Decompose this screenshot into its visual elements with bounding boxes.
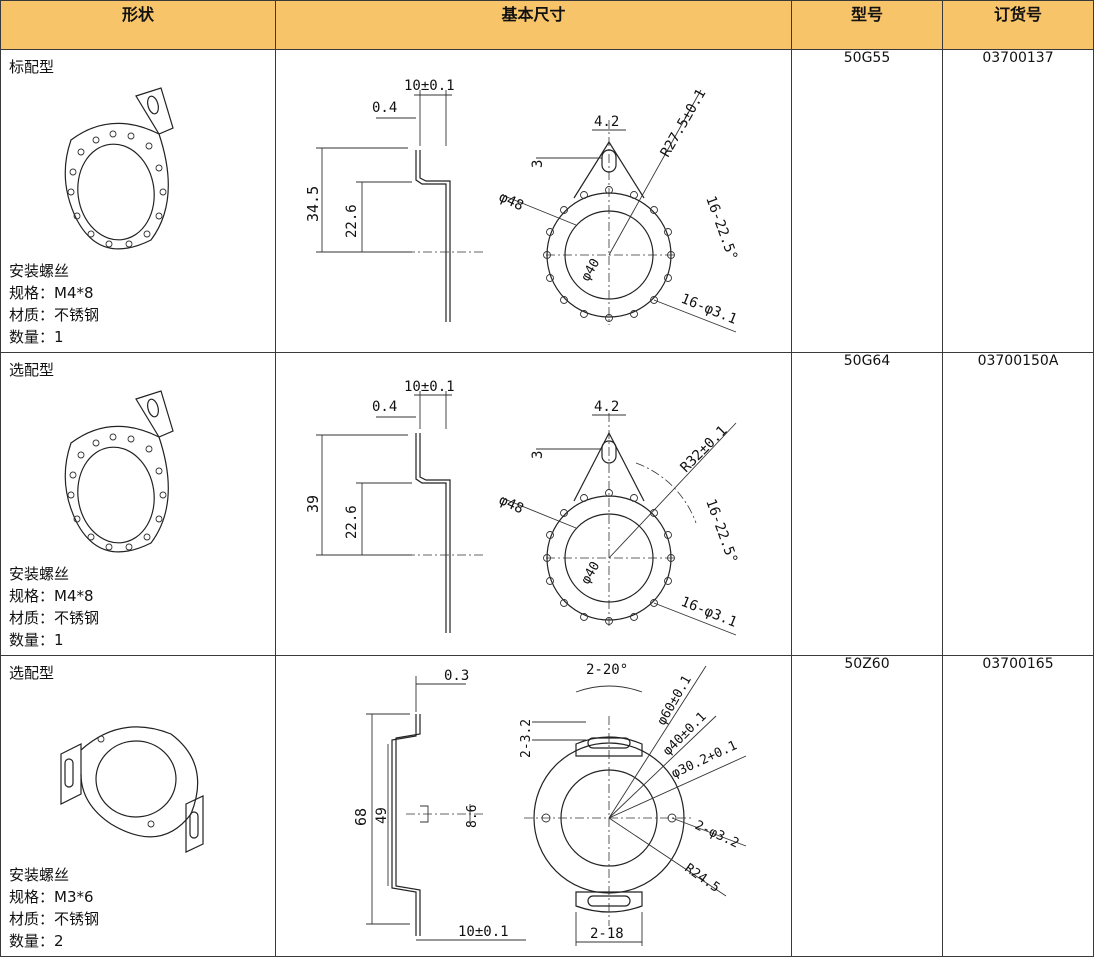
dim-holes: 16-φ3.1 bbox=[679, 291, 740, 328]
model-cell: 50Z60 bbox=[791, 655, 943, 957]
dim-bore: φ40 bbox=[578, 559, 603, 587]
dim-step-label: 22.6 bbox=[344, 204, 360, 238]
dim-gap-label: 10±0.1 bbox=[404, 379, 455, 395]
dimension-drawing: 10±0.1 0.4 34.5 22.6 bbox=[304, 78, 740, 333]
dim-slot-height: 3 bbox=[530, 451, 546, 459]
dim-pcd: φ48 bbox=[496, 189, 526, 214]
bracket-illustration bbox=[64, 390, 174, 553]
shape-cell: 选配型 安装螺丝 规格：M3*6 材质：不锈钢 数量：2 bbox=[0, 655, 276, 957]
bracket-type: 选配型 bbox=[9, 664, 55, 682]
screw-material: 材质：不锈钢 bbox=[9, 609, 100, 627]
shape-cell: 标配型 安装螺丝 规格：M4*8 材质：不锈钢 数量：1 bbox=[0, 49, 276, 353]
screw-qty: 数量：2 bbox=[9, 932, 64, 950]
dim-angle: 16-22.5° bbox=[702, 194, 740, 263]
dim-radius: R32±0.1 bbox=[678, 423, 731, 476]
bracket-type: 标配型 bbox=[9, 58, 55, 76]
screw-title: 安装螺丝 bbox=[9, 565, 70, 583]
dim-step-label: 49 bbox=[374, 807, 390, 824]
dim-radius: R24.5 bbox=[682, 861, 723, 896]
table-row: 标配型 安装螺丝 规格：M4*8 材质：不锈钢 数量：1 bbox=[0, 49, 1094, 353]
screw-spec: 规格：M4*8 bbox=[9, 587, 94, 605]
dimension-drawing-cell: 10±0.1 0.4 34.5 22.6 bbox=[275, 49, 792, 353]
dim-angle: 16-22.5° bbox=[702, 497, 740, 566]
header-row: 形状 基本尺寸 型号 订货号 bbox=[0, 0, 1094, 50]
dim-slot-height: 3 bbox=[530, 160, 546, 168]
screw-info: 安装螺丝 规格：M4*8 材质：不锈钢 数量：1 bbox=[9, 260, 99, 348]
screw-qty: 数量：1 bbox=[9, 328, 64, 346]
header-shape: 形状 bbox=[0, 0, 276, 50]
table-row: 选配型 安装螺丝 规格：M4*8 材质：不锈钢 数量：1 bbox=[0, 352, 1094, 656]
screw-spec: 规格：M4*8 bbox=[9, 284, 94, 302]
order-number-cell: 03700150A bbox=[942, 352, 1094, 656]
dim-pcd: φ48 bbox=[496, 492, 526, 517]
dim-sheet-label: 0.4 bbox=[372, 100, 397, 116]
screw-title: 安装螺丝 bbox=[9, 262, 70, 280]
order-number-cell: 03700137 bbox=[942, 49, 1094, 353]
screw-info: 安装螺丝 规格：M4*8 材质：不锈钢 数量：1 bbox=[9, 563, 99, 651]
model-cell: 50G55 bbox=[791, 49, 943, 353]
order-number-cell: 03700165 bbox=[942, 655, 1094, 957]
dim-sheet-label: 0.3 bbox=[444, 668, 469, 684]
bracket-type: 选配型 bbox=[9, 361, 55, 379]
header-model: 型号 bbox=[791, 0, 943, 50]
dim-gap-label: 10±0.1 bbox=[458, 924, 509, 940]
dim-holes: 16-φ3.1 bbox=[679, 594, 740, 631]
dim-radius: R27.5±0.1 bbox=[658, 86, 710, 160]
screw-material: 材质：不锈钢 bbox=[9, 910, 100, 928]
bracket-illustration bbox=[64, 87, 174, 250]
screw-qty: 数量：1 bbox=[9, 631, 64, 649]
dim-sheet-label: 0.4 bbox=[372, 399, 397, 415]
model-cell: 50G64 bbox=[791, 352, 943, 656]
dim-holes: 2-φ3.2 bbox=[692, 818, 741, 851]
dim-bottom: 2-18 bbox=[590, 926, 624, 942]
screw-title: 安装螺丝 bbox=[9, 866, 70, 884]
dim-slot-height: 2-3.2 bbox=[519, 719, 534, 758]
dim-slot-width: 4.2 bbox=[594, 399, 619, 415]
screw-info: 安装螺丝 规格：M3*6 材质：不锈钢 数量：2 bbox=[9, 864, 99, 952]
dim-height-label: 68 bbox=[352, 808, 370, 826]
dimension-drawing-cell: 10±0.1 0.4 39 22.6 bbox=[275, 352, 792, 656]
dimension-drawing: 0.3 68 49 8.6 10±0.1 bbox=[352, 662, 747, 946]
dimension-drawing-cell: 0.3 68 49 8.6 10±0.1 bbox=[275, 655, 792, 957]
bracket-illustration bbox=[60, 726, 204, 853]
dimension-drawing: 10±0.1 0.4 39 22.6 bbox=[304, 379, 740, 636]
dim-step-label: 22.6 bbox=[344, 505, 360, 539]
dim-height-label: 39 bbox=[304, 495, 322, 513]
dim-slot-width: 4.2 bbox=[594, 114, 619, 130]
screw-spec: 规格：M3*6 bbox=[9, 888, 94, 906]
table-row: 选配型 安装螺丝 规格：M3*6 材质：不锈钢 数量：2 bbox=[0, 655, 1094, 957]
screw-material: 材质：不锈钢 bbox=[9, 306, 100, 324]
dim-slot-angle: 2-20° bbox=[586, 662, 628, 678]
header-dims: 基本尺寸 bbox=[275, 0, 792, 50]
dim-small-label: 8.6 bbox=[465, 805, 480, 828]
dim-bore: φ40 bbox=[578, 256, 603, 284]
shape-cell: 选配型 安装螺丝 规格：M4*8 材质：不锈钢 数量：1 bbox=[0, 352, 276, 656]
dim-height-label: 34.5 bbox=[304, 186, 322, 222]
dim-gap-label: 10±0.1 bbox=[404, 78, 455, 94]
header-order: 订货号 bbox=[942, 0, 1094, 50]
